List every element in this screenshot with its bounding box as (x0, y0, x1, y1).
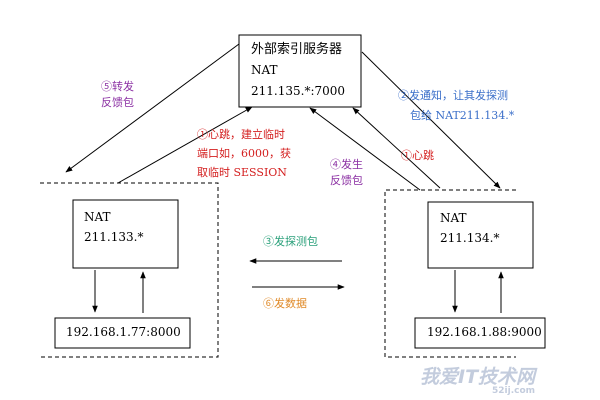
step2-label-line1: ②发通知，让其发探测 (398, 89, 508, 102)
right-network-region (384, 189, 516, 358)
step6-label: ⑥发数据 (263, 297, 307, 310)
step3-label: ③发探测包 (263, 235, 318, 248)
left-host-address: 192.168.1.77:8000 (66, 325, 181, 339)
arrow-step5-forward-feedback (65, 43, 240, 173)
arrow-step1-left-heartbeat (117, 106, 253, 184)
server-box (238, 34, 362, 108)
right-nat-box (427, 201, 534, 269)
left-nat-label: NAT (84, 210, 111, 224)
right-nat-address: 211.134.* (440, 231, 500, 245)
step5-label-line1: ⑤转发 (101, 80, 134, 93)
step1-left-label-line1: ①心跳，建立临时 (197, 128, 285, 141)
left-nat-box (72, 199, 179, 269)
arrow-step4-feedback (309, 107, 421, 191)
right-host-box (414, 317, 546, 349)
step1-left-label-line2: 端口如，6000，获 (197, 147, 291, 160)
right-host-address: 192.168.1.88:9000 (427, 325, 542, 339)
arrow-step1-right-heartbeat (352, 107, 441, 189)
server-title: 外部索引服务器 (251, 42, 343, 57)
step2-label-line2: 包给 NAT211.134.* (410, 109, 515, 122)
watermark-url: 52ij.com (492, 386, 536, 396)
step4-label-line1: ④发生 (330, 158, 363, 171)
step4-label-line2: 反馈包 (330, 174, 363, 187)
server-address: 211.135.*:7000 (251, 84, 346, 98)
left-host-box (54, 317, 191, 349)
left-nat-address: 211.133.* (84, 230, 144, 244)
watermark-logo: 我爱IT技术网 (420, 366, 536, 388)
arrow-step2-notify (361, 51, 501, 189)
step1-right-label: ①心跳 (401, 149, 434, 162)
step1-left-label-line3: 取临时 SESSION (197, 166, 287, 179)
left-network-region (40, 182, 219, 358)
server-nat-label: NAT (251, 63, 278, 77)
step5-label-line2: 反馈包 (101, 96, 134, 109)
right-nat-label: NAT (440, 211, 467, 225)
